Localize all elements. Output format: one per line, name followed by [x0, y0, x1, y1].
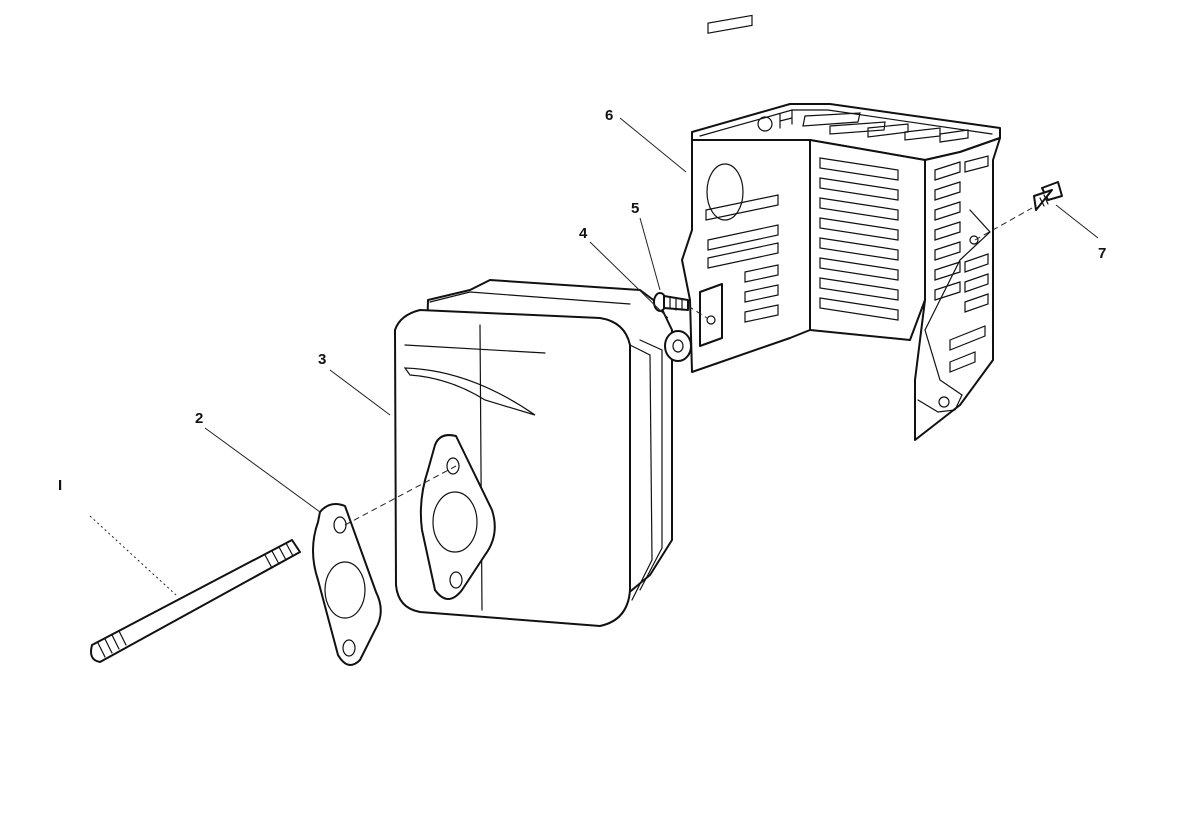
right-vent-slots — [934, 155, 989, 373]
muffler — [394, 279, 673, 627]
callout-labels: I 2 3 4 5 6 7 — [58, 107, 1106, 494]
gasket — [312, 503, 382, 666]
hot-marking — [757, 109, 793, 132]
back-vent-slots — [819, 157, 899, 321]
heat-shield — [681, 14, 1001, 441]
callout-1: I — [58, 477, 62, 494]
callout-6: 6 — [605, 107, 613, 124]
flange-bolt-7 — [1033, 181, 1063, 211]
callout-7: 7 — [1098, 245, 1106, 262]
stud-bolt — [90, 539, 301, 663]
callout-leaders — [89, 117, 1099, 596]
flange-bolt-5 — [653, 292, 689, 312]
callout-4: 4 — [579, 225, 588, 242]
callout-3: 3 — [318, 351, 326, 368]
top-vent-slots — [802, 112, 969, 143]
spacer-washer — [664, 330, 692, 362]
left-vent-slots — [705, 14, 779, 323]
callout-5: 5 — [631, 200, 639, 217]
alignment-lines — [344, 207, 1033, 526]
shield-round-hole — [706, 163, 744, 221]
callout-2: 2 — [195, 410, 203, 427]
